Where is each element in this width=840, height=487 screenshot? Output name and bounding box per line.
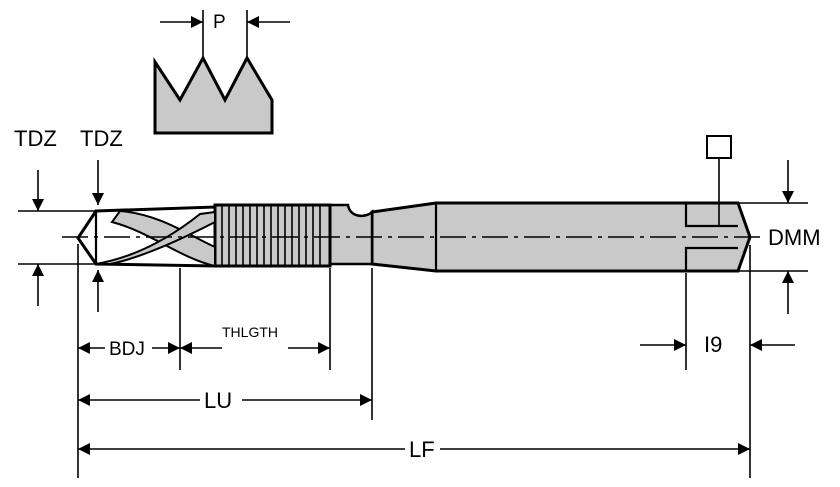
i9-label: I9 xyxy=(704,332,722,357)
i9-dimension: I9 xyxy=(640,332,795,357)
shank xyxy=(370,201,752,273)
lf-label: LF xyxy=(409,437,435,462)
thread-profile-shape xyxy=(153,54,274,135)
square-outline-icon xyxy=(706,135,732,159)
bdj-dimension: BDJ xyxy=(78,339,180,360)
lu-dimension: LU xyxy=(78,388,372,413)
dmm-dimension: DMM xyxy=(768,160,821,314)
dmm-label: DMM xyxy=(768,225,821,250)
tdz-dimensions: TDZ TDZ xyxy=(14,126,123,312)
extension-lines xyxy=(18,202,808,478)
tdz-label-right: TDZ xyxy=(80,126,123,151)
thlgth-label: THLGTH xyxy=(222,324,278,340)
lu-label: LU xyxy=(204,388,232,413)
lf-dimension: LF xyxy=(78,437,750,462)
drill-flute-2 xyxy=(95,210,216,265)
thread-profile-detail: P xyxy=(153,10,290,135)
marker-callout xyxy=(706,135,732,226)
pitch-label: P xyxy=(213,12,226,33)
tool-body xyxy=(62,201,765,273)
tdz-label-left: TDZ xyxy=(14,126,57,151)
thlgth-dimension: THLGTH xyxy=(180,324,330,354)
thread-teeth xyxy=(221,206,321,265)
bdj-label: BDJ xyxy=(109,339,145,360)
